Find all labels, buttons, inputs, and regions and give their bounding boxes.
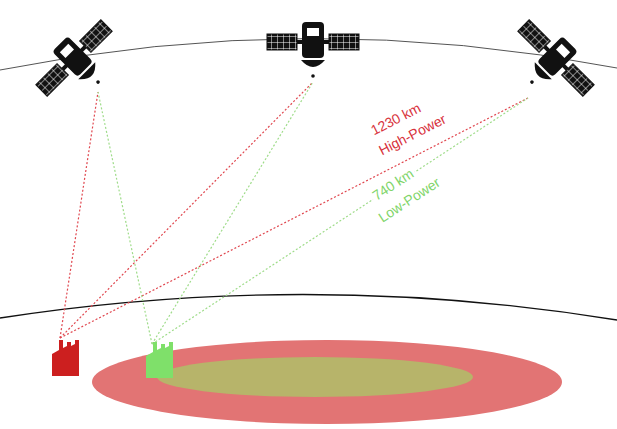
high-power-coverage: [92, 340, 562, 424]
satellite: [267, 22, 359, 78]
high-power-factory: [52, 340, 79, 376]
satellite: [27, 11, 132, 116]
high-power-links: [60, 82, 528, 338]
low-power-coverage: [157, 357, 473, 397]
earth-surface: [0, 294, 617, 320]
low-power-links: [98, 82, 528, 344]
satellite: [498, 11, 603, 116]
low-power-factory: [146, 342, 173, 378]
